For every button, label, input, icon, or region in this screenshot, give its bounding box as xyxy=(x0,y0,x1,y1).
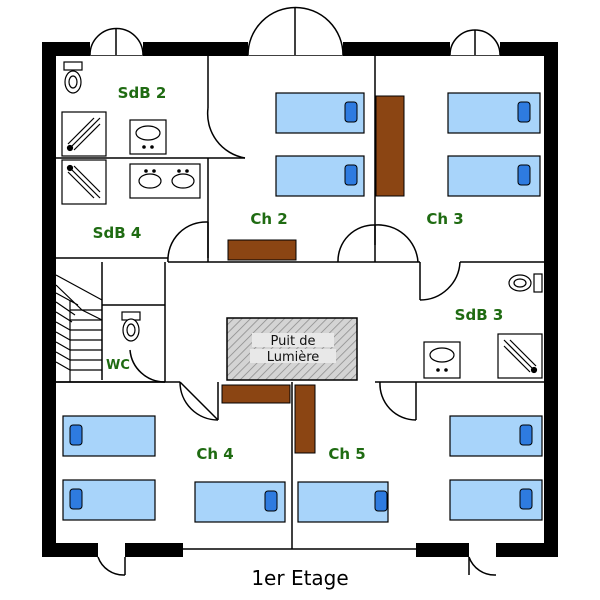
sink-icon xyxy=(129,119,167,155)
shower-icon xyxy=(61,111,107,157)
pillows xyxy=(69,101,533,512)
room-label-sdb3: SdB 3 xyxy=(455,306,504,324)
shower-icon xyxy=(497,333,543,379)
staircase xyxy=(55,274,103,382)
toilet-icon xyxy=(63,61,83,94)
room-label-ch3: Ch 3 xyxy=(426,210,463,228)
top-door-arcs xyxy=(89,6,501,56)
room-label-ch2: Ch 2 xyxy=(250,210,287,228)
light-well-label-bg xyxy=(250,349,336,363)
light-well-label-bg xyxy=(252,333,334,347)
room-label-wc: WC xyxy=(106,358,130,373)
sink-icon xyxy=(423,341,461,379)
room-label-sdb2: SdB 2 xyxy=(118,84,167,102)
light-well-label-line1: Puit de xyxy=(271,334,316,349)
toilet-icon xyxy=(508,273,543,293)
bottom-door-arcs xyxy=(97,556,497,576)
wardrobes xyxy=(221,95,405,454)
room-label-sdb4: SdB 4 xyxy=(93,224,142,242)
light-well-label-line2: Lumière xyxy=(267,350,320,365)
exterior-walls xyxy=(42,42,558,557)
floor-title: 1er Etage xyxy=(251,566,349,590)
shower-icon xyxy=(61,159,107,205)
interior-walls xyxy=(56,55,544,549)
double-sink-icon xyxy=(129,163,201,199)
room-label-ch5: Ch 5 xyxy=(328,445,365,463)
room-label-ch4: Ch 4 xyxy=(196,445,233,463)
toilet-icon xyxy=(121,311,141,342)
